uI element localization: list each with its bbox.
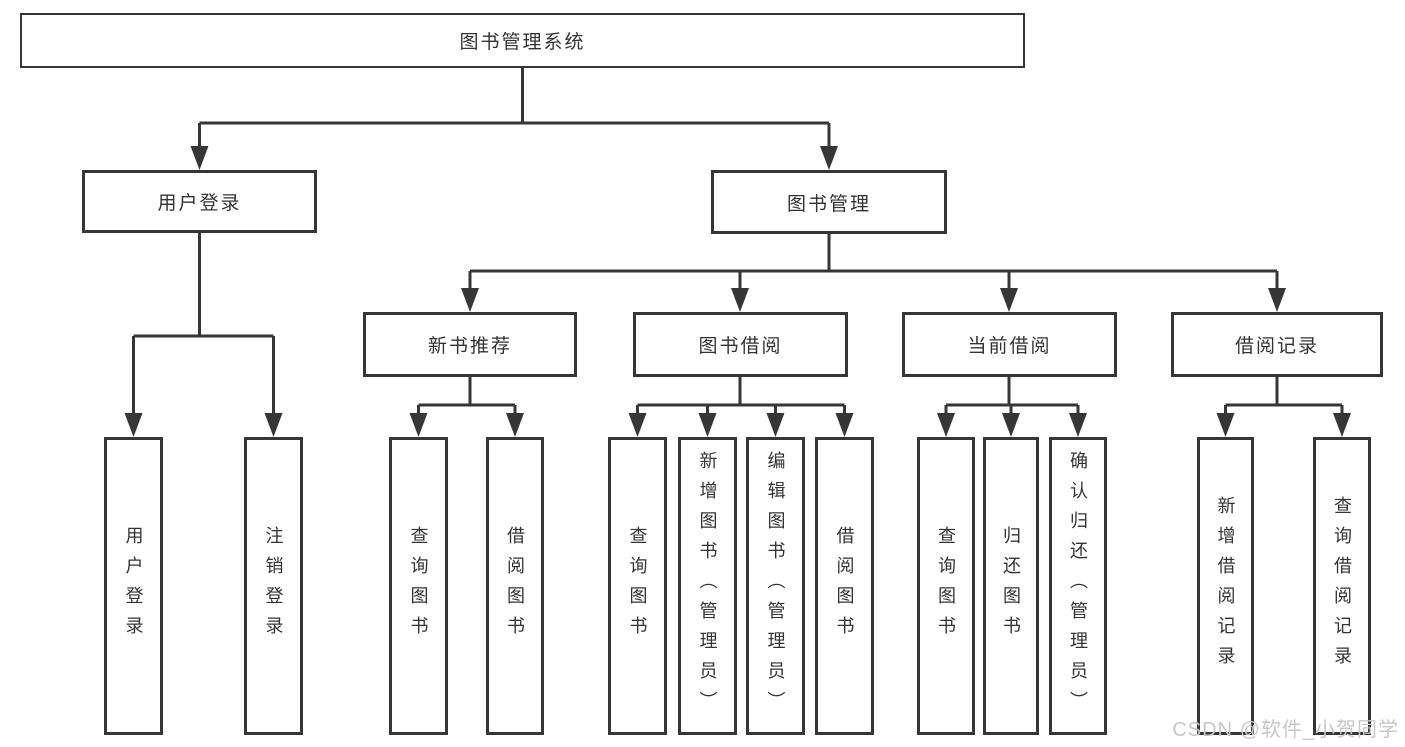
leaf-label: 查询借阅记录 bbox=[1332, 496, 1352, 676]
leaf-add-borrow-record: 新增借阅记录 bbox=[1197, 437, 1254, 735]
leaf-logout: 注销登录 bbox=[244, 437, 303, 735]
leaf-label: 用户登录 bbox=[123, 526, 144, 646]
node-label: 当前借阅 bbox=[967, 336, 1052, 357]
leaf-borrow-book: 借阅图书 bbox=[815, 437, 874, 735]
leaf-label: 查询图书 bbox=[408, 526, 429, 646]
leaf-label: 借阅图书 bbox=[505, 526, 525, 646]
leaf-label: 注销登录 bbox=[263, 526, 284, 646]
csdn-watermark: CSDN @软件_小贺同学 bbox=[1172, 719, 1399, 741]
node-current-borrow: 当前借阅 bbox=[902, 312, 1117, 377]
leaf-label: 新增图书（管理员） bbox=[697, 451, 718, 721]
leaf-label: 归还图书 bbox=[1001, 526, 1021, 646]
node-library-management-system: 图书管理系统 bbox=[20, 13, 1025, 68]
leaf-label: 查询图书 bbox=[936, 526, 956, 646]
node-label: 图书管理系统 bbox=[459, 32, 586, 53]
leaf-edit-book-admin: 编辑图书（管理员） bbox=[746, 437, 805, 735]
leaf-label: 新增借阅记录 bbox=[1215, 496, 1236, 676]
node-label: 借阅记录 bbox=[1234, 336, 1319, 357]
leaf-add-book-admin: 新增图书（管理员） bbox=[678, 437, 737, 735]
node-user-login: 用户登录 bbox=[82, 170, 317, 233]
leaf-user-login: 用户登录 bbox=[104, 437, 163, 735]
node-borrow-record: 借阅记录 bbox=[1171, 312, 1383, 377]
leaf-label: 借阅图书 bbox=[834, 526, 855, 646]
leaf-query-book: 查询图书 bbox=[917, 437, 975, 735]
node-label: 图书管理 bbox=[786, 193, 871, 215]
leaf-return-book: 归还图书 bbox=[983, 437, 1039, 735]
node-book-borrow: 图书借阅 bbox=[633, 312, 848, 377]
node-new-book-recommend: 新书推荐 bbox=[363, 312, 577, 377]
leaf-confirm-return-admin: 确认归还（管理员） bbox=[1049, 437, 1107, 735]
leaf-label: 编辑图书（管理员） bbox=[765, 451, 786, 721]
node-label: 新书推荐 bbox=[427, 336, 512, 357]
leaf-query-borrow-record: 查询借阅记录 bbox=[1313, 437, 1371, 735]
leaf-query-book: 查询图书 bbox=[608, 437, 667, 735]
node-label: 用户登录 bbox=[157, 193, 242, 214]
leaf-borrow-book: 借阅图书 bbox=[486, 437, 544, 735]
leaf-query-book: 查询图书 bbox=[389, 437, 448, 735]
leaf-label: 确认归还（管理员） bbox=[1068, 451, 1088, 721]
leaf-label: 查询图书 bbox=[627, 526, 648, 646]
node-book-management: 图书管理 bbox=[711, 170, 947, 234]
node-label: 图书借阅 bbox=[698, 336, 783, 357]
